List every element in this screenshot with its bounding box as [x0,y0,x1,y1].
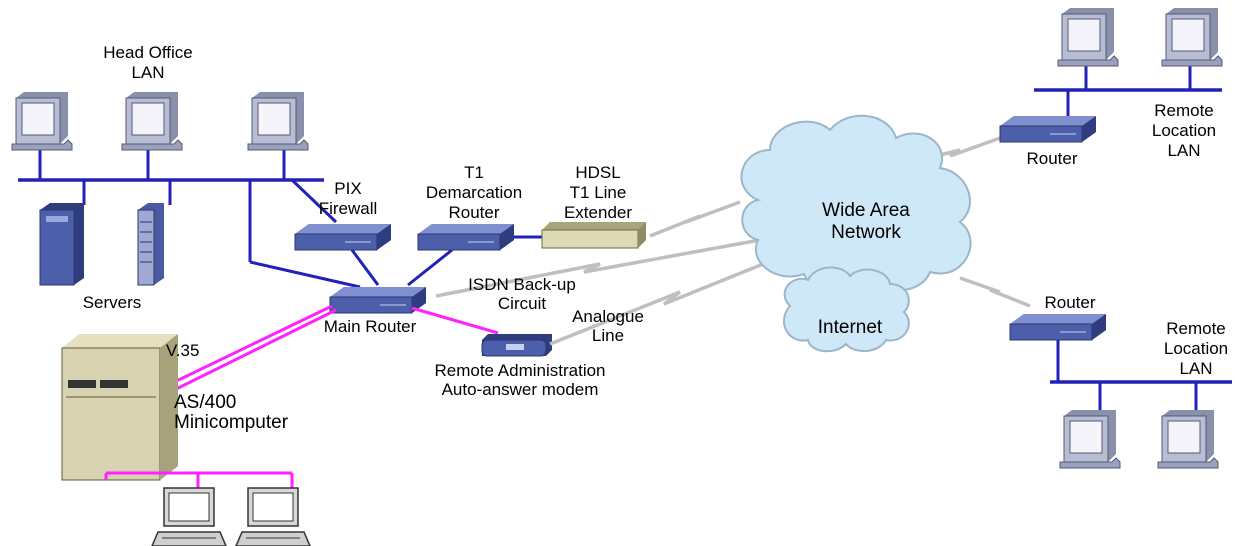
label-firewall: Firewall [319,199,378,218]
label-lan-bottom: LAN [1179,359,1212,378]
label-auto-answer: Auto-answer modem [442,380,599,399]
monitor-icon [11,91,73,151]
monitor-icon [1057,7,1119,67]
label-remote-admin: Remote Administration [434,361,605,380]
lan-to-main-router-b [249,260,361,289]
label-minicomputer: Minicomputer [174,412,289,433]
label-wide-area: Wide Area [822,200,910,221]
modem-line [411,306,499,335]
label-network: Network [831,222,901,243]
label-lan-top: LAN [1167,141,1200,160]
analogue-wan-link [549,256,779,346]
label-demarcation: Demarcation [426,183,522,202]
main-router-icon [329,286,427,314]
label-t1: T1 [464,163,484,182]
server-icon [39,203,84,286]
pix-to-main-router [350,249,380,286]
monitor-icon [1157,409,1219,469]
monitor-icon [1161,7,1223,67]
monitor-icon [247,91,309,151]
label-t1-router: Router [448,203,499,222]
terminal-icon [235,487,311,546]
label-extender: Extender [564,203,632,222]
as400-icon [61,334,178,481]
label-servers: Servers [83,293,142,312]
label-hdsl: HDSL [575,163,620,182]
label-location-bottom: Location [1164,339,1228,358]
label-head-office-lan: LAN [131,63,164,82]
label-analogue: Analogue [572,307,644,326]
wan-to-router-bottom [959,276,1031,308]
t1-router-icon [417,223,515,251]
lan-to-pix [290,178,338,224]
router-bottom-icon [1009,313,1107,341]
wan-cloud-icon [740,114,972,293]
router-top-icon [999,115,1097,143]
label-t1-line: T1 Line [570,183,627,202]
label-analogue-line: Line [592,326,624,345]
hdsl-wan-link [649,200,741,238]
server-icon [137,203,164,286]
label-router-top: Router [1026,149,1077,168]
label-internet: Internet [818,317,883,338]
modem-icon [481,334,552,357]
monitor-icon [121,91,183,151]
monitor-icon [1059,409,1121,469]
label-head-office: Head Office [103,43,192,62]
label-router-bottom: Router [1044,293,1095,312]
v35-line-2 [165,308,337,396]
label-circuit: Circuit [498,294,546,313]
internet-cloud-icon [783,266,910,353]
v35-line-1 [165,304,333,388]
label-location-top: Location [1152,121,1216,140]
t1-to-main-router [407,248,453,287]
terminal-icon [151,487,227,546]
isdn-wan-link [435,238,761,298]
hdsl-extender-icon [541,222,646,249]
label-pix: PIX [334,179,361,198]
label-main-router: Main Router [324,317,417,336]
label-isdn: ISDN Back-up [468,275,576,294]
label-v35: V.35 [166,341,199,360]
pix-firewall-icon [294,223,392,251]
label-remote-bottom: Remote [1166,319,1226,338]
label-as400: AS/400 [174,392,236,413]
label-remote-top: Remote [1154,101,1214,120]
